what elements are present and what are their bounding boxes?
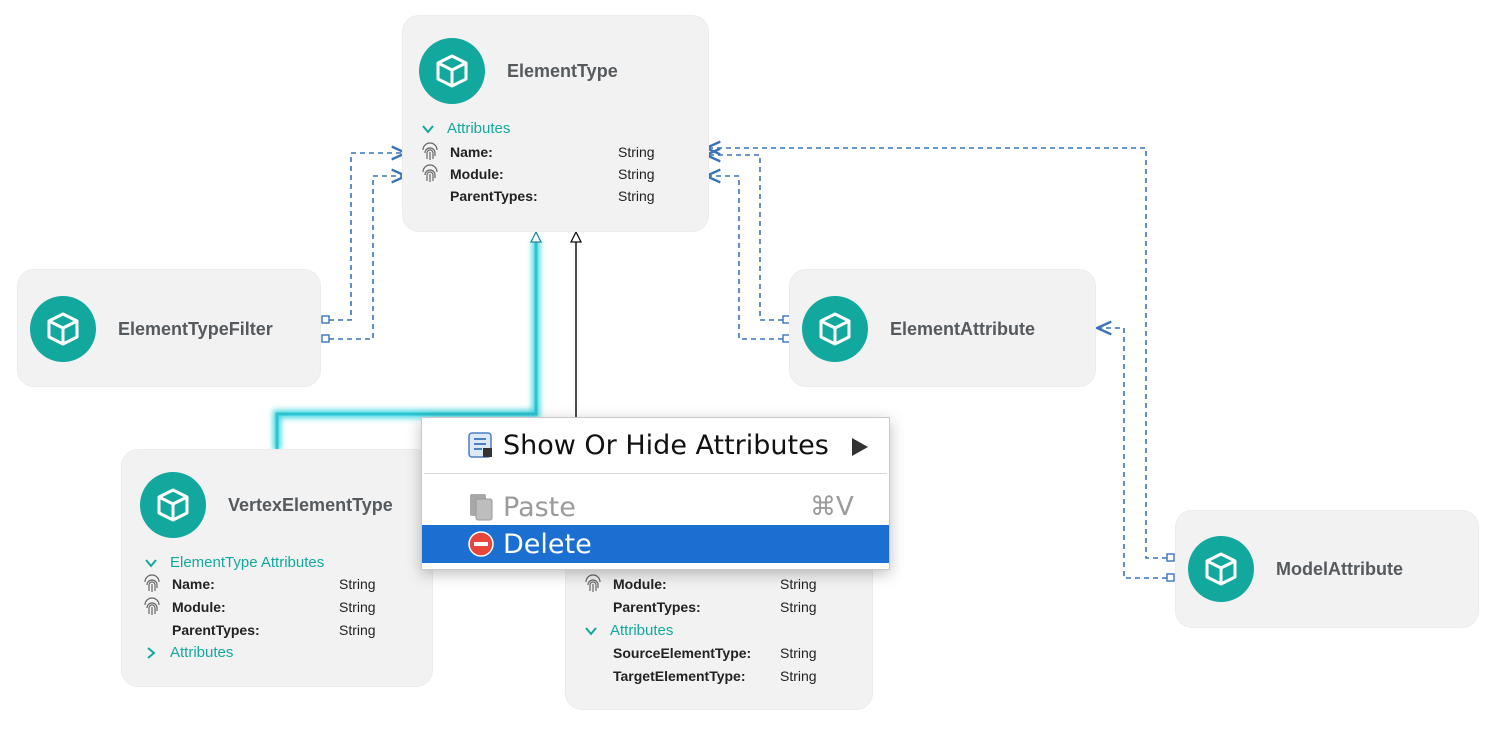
attribute-name: Module: <box>613 576 667 592</box>
entity-cube-icon <box>140 472 206 538</box>
attribute-row[interactable]: Module: String <box>583 574 853 594</box>
list-attributes-icon <box>468 432 492 458</box>
submenu-arrow-icon <box>852 438 868 456</box>
attribute-row[interactable]: ParentTypes: String <box>583 597 853 617</box>
attribute-row[interactable]: Module: String <box>420 164 690 184</box>
edge-edgetype-inherits-elementtype[interactable] <box>569 230 583 420</box>
edge-port <box>1166 553 1175 562</box>
node-element-type[interactable]: ElementType Attributes Name: String Modu… <box>403 16 708 231</box>
attribute-type: String <box>780 645 817 661</box>
entity-cube-icon <box>419 38 485 104</box>
attribute-type: String <box>339 576 376 592</box>
context-menu: Show Or Hide Attributes Paste ⌘V Delete <box>421 417 890 570</box>
menu-separator <box>424 473 887 474</box>
node-model-attribute[interactable]: ModelAttribute <box>1176 511 1478 627</box>
attribute-name: ParentTypes: <box>613 599 701 615</box>
section-label: Attributes <box>170 644 234 661</box>
attribute-name: Module: <box>450 166 504 182</box>
edge-port <box>782 334 791 343</box>
entity-cube-icon <box>1188 536 1254 602</box>
attribute-type: String <box>618 188 655 204</box>
attribute-name: SourceElementType: <box>613 645 752 661</box>
attribute-type: String <box>780 599 817 615</box>
fingerprint-icon <box>144 574 160 592</box>
attribute-row[interactable]: Name: String <box>420 142 690 162</box>
menu-item-paste[interactable]: Paste ⌘V <box>422 488 889 526</box>
node-vertex-element-type[interactable]: VertexElementType ElementType Attributes… <box>122 450 432 686</box>
attribute-type: String <box>618 144 655 160</box>
attribute-name: Name: <box>172 576 215 592</box>
fingerprint-icon <box>144 597 160 615</box>
section-elementtype-attributes-toggle[interactable]: ElementType Attributes <box>144 554 324 571</box>
section-label: Attributes <box>610 622 674 639</box>
menu-item-label: Show Or Hide Attributes <box>503 429 829 461</box>
section-attributes-toggle[interactable]: Attributes <box>144 644 233 661</box>
menu-item-shortcut: ⌘V <box>810 492 854 522</box>
chevron-down-icon <box>145 558 157 568</box>
attribute-name: Name: <box>450 144 493 160</box>
attribute-type: String <box>339 599 376 615</box>
attribute-type: String <box>780 576 817 592</box>
attribute-row[interactable]: ParentTypes: String <box>142 620 412 640</box>
attribute-row[interactable]: SourceElementType: String <box>583 643 853 663</box>
menu-item-delete[interactable]: Delete <box>422 525 889 563</box>
edge-port <box>321 334 330 343</box>
attribute-row[interactable]: Name: String <box>142 574 412 594</box>
node-title: ElementTypeFilter <box>118 318 273 339</box>
attribute-name: TargetElementType: <box>613 668 746 684</box>
menu-item-label: Paste <box>503 491 576 523</box>
node-title: ElementType <box>507 60 618 81</box>
node-element-attribute[interactable]: ElementAttribute <box>790 270 1095 386</box>
chevron-right-icon <box>147 646 156 659</box>
section-attributes-toggle[interactable]: Attributes <box>421 120 510 137</box>
attribute-row[interactable]: Module: String <box>142 597 412 617</box>
attribute-name: Module: <box>172 599 226 615</box>
section-label: Attributes <box>447 120 511 137</box>
attribute-row[interactable]: ParentTypes: String <box>420 186 690 206</box>
edge-port <box>1166 573 1175 582</box>
attribute-name: ParentTypes: <box>172 622 260 638</box>
chevron-down-icon <box>585 626 597 636</box>
section-attributes-toggle[interactable]: Attributes <box>584 622 673 639</box>
menu-item-show-or-hide-attributes[interactable]: Show Or Hide Attributes <box>422 426 889 464</box>
chevron-down-icon <box>422 124 434 134</box>
edge-filter-to-elementtype[interactable] <box>329 153 406 340</box>
section-label: ElementType Attributes <box>170 554 325 571</box>
fingerprint-icon <box>422 164 438 182</box>
attribute-type: String <box>339 622 376 638</box>
node-title: ModelAttribute <box>1276 558 1403 579</box>
attribute-name: ParentTypes: <box>450 188 538 204</box>
menu-item-label: Delete <box>503 528 592 560</box>
attribute-type: String <box>780 668 817 684</box>
edge-port <box>321 315 330 324</box>
node-title: VertexElementType <box>228 494 393 515</box>
fingerprint-icon <box>585 574 601 592</box>
attribute-type: String <box>618 166 655 182</box>
edge-elementattribute-to-elementtype[interactable] <box>706 155 783 340</box>
entity-cube-icon <box>802 296 868 362</box>
delete-icon <box>468 531 494 557</box>
paste-icon <box>470 494 493 521</box>
node-title: ElementAttribute <box>890 318 1036 339</box>
entity-cube-icon <box>30 296 96 362</box>
node-element-type-filter[interactable]: ElementTypeFilter <box>18 270 320 386</box>
edge-port <box>782 315 791 324</box>
attribute-row[interactable]: TargetElementType: String <box>583 666 853 686</box>
edge-vertex-inherits-elementtype-selected[interactable] <box>273 230 543 450</box>
edge-modelattribute-refs[interactable] <box>706 148 1167 579</box>
fingerprint-icon <box>422 142 438 160</box>
